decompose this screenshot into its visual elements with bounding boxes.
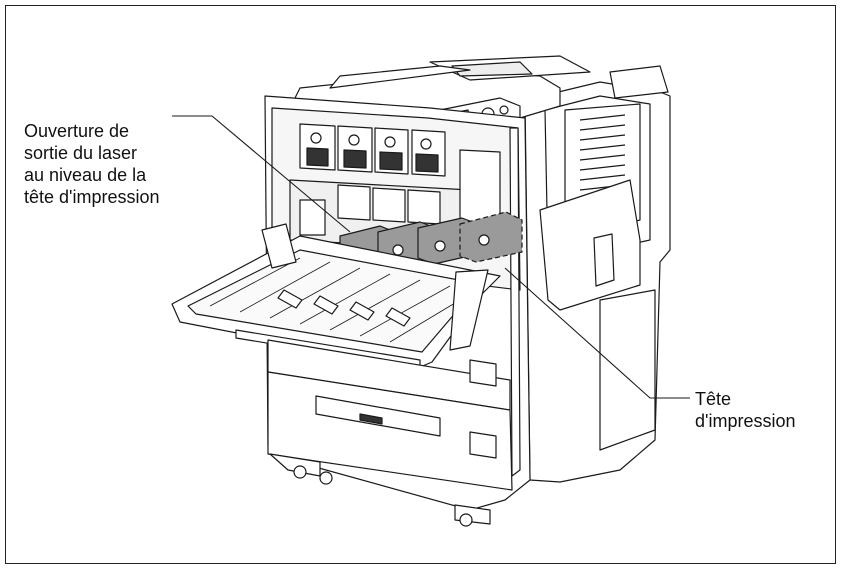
side-panel bbox=[539, 179, 641, 311]
toner-cartridges bbox=[299, 123, 446, 177]
front-door-open bbox=[171, 223, 501, 369]
paper-cassettes bbox=[267, 339, 513, 527]
callout-print-head: Tête d'impression bbox=[695, 389, 796, 431]
leader-lines bbox=[172, 115, 690, 399]
callout-laser-exit-opening: Ouverture de sortie du laser au niveau d… bbox=[24, 121, 160, 207]
leader-line-head bbox=[504, 267, 690, 399]
leader-line-laser bbox=[172, 115, 351, 233]
